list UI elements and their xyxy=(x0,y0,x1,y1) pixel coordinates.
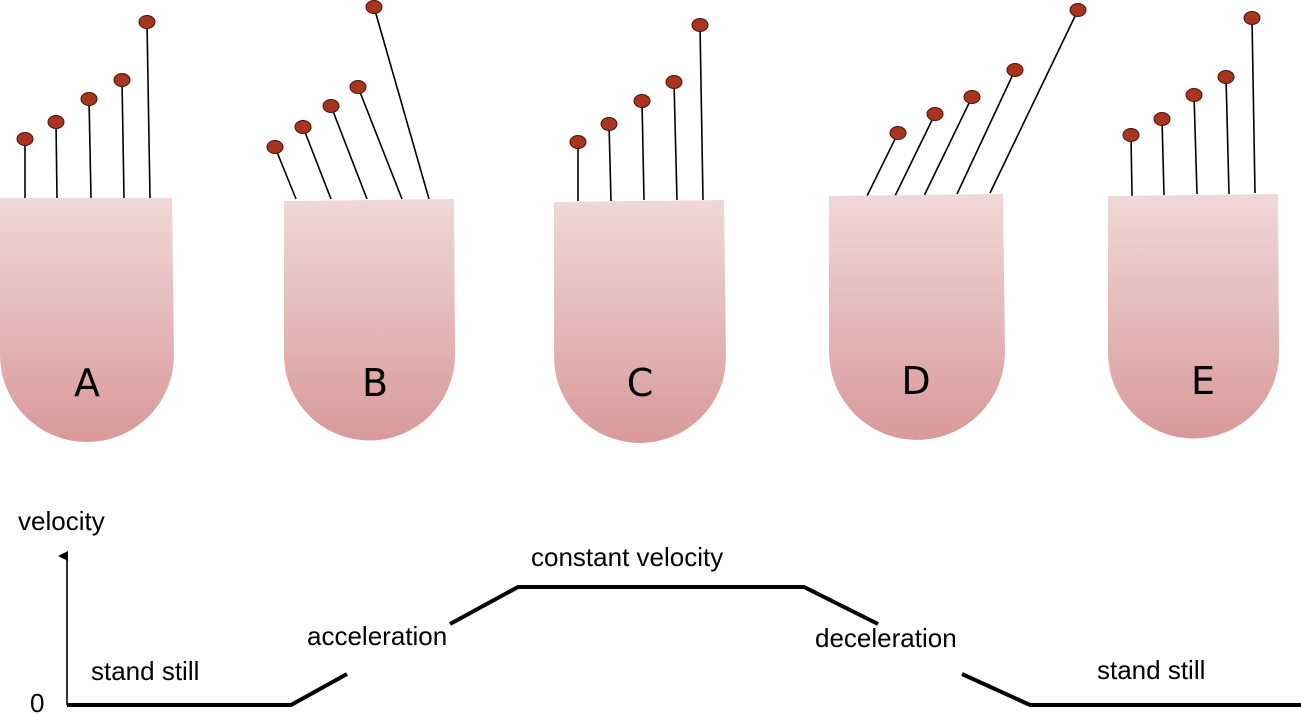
hair-cell-e: E xyxy=(1108,11,1279,439)
phase-label-deceleration: deceleration xyxy=(815,623,957,653)
hair-cell-a: A xyxy=(0,15,174,442)
hair-cell-b: B xyxy=(266,0,455,441)
cilia-tips-a xyxy=(16,15,156,146)
hair-cell-d: D xyxy=(829,3,1087,440)
cilia-tips-c xyxy=(569,18,709,149)
panel-label-e: E xyxy=(1191,359,1215,403)
panel-label-d: D xyxy=(901,359,930,403)
cilia-bundle-b xyxy=(274,6,430,200)
cell-body-e xyxy=(1108,194,1279,439)
origin-label: 0 xyxy=(30,688,44,714)
hair-cell-c: C xyxy=(554,18,726,443)
velocity-profile-line-plateau xyxy=(449,585,879,626)
phase-label-acceleration: acceleration xyxy=(307,621,447,651)
phase-label-stand-still-right: stand still xyxy=(1097,655,1205,685)
velocity-graph: velocity 0 stand still acceleration cons… xyxy=(18,506,1301,714)
panel-label-a: A xyxy=(74,361,100,405)
cilia-bundle-e xyxy=(1130,17,1256,197)
phase-label-constant-velocity: constant velocity xyxy=(531,542,723,572)
phase-label-stand-still-left: stand still xyxy=(91,656,199,686)
cilia-tips-d xyxy=(889,3,1087,140)
cilia-bundle-a xyxy=(24,21,151,199)
panel-label-b: B xyxy=(362,361,388,405)
cilia-bundle-d xyxy=(866,9,1079,197)
y-axis-label: velocity xyxy=(18,506,105,536)
cell-body-d xyxy=(829,194,1005,440)
cilia-tips-b xyxy=(266,0,383,154)
velocity-profile-line xyxy=(67,672,348,707)
cell-body-c xyxy=(554,200,726,443)
velocity-profile-line-end xyxy=(961,672,1301,707)
cilia-bundle-c xyxy=(577,24,704,202)
cell-body-b xyxy=(284,199,455,441)
cell-body-a xyxy=(0,198,174,442)
panel-label-c: C xyxy=(627,361,654,405)
cilia-tips-e xyxy=(1122,11,1261,142)
